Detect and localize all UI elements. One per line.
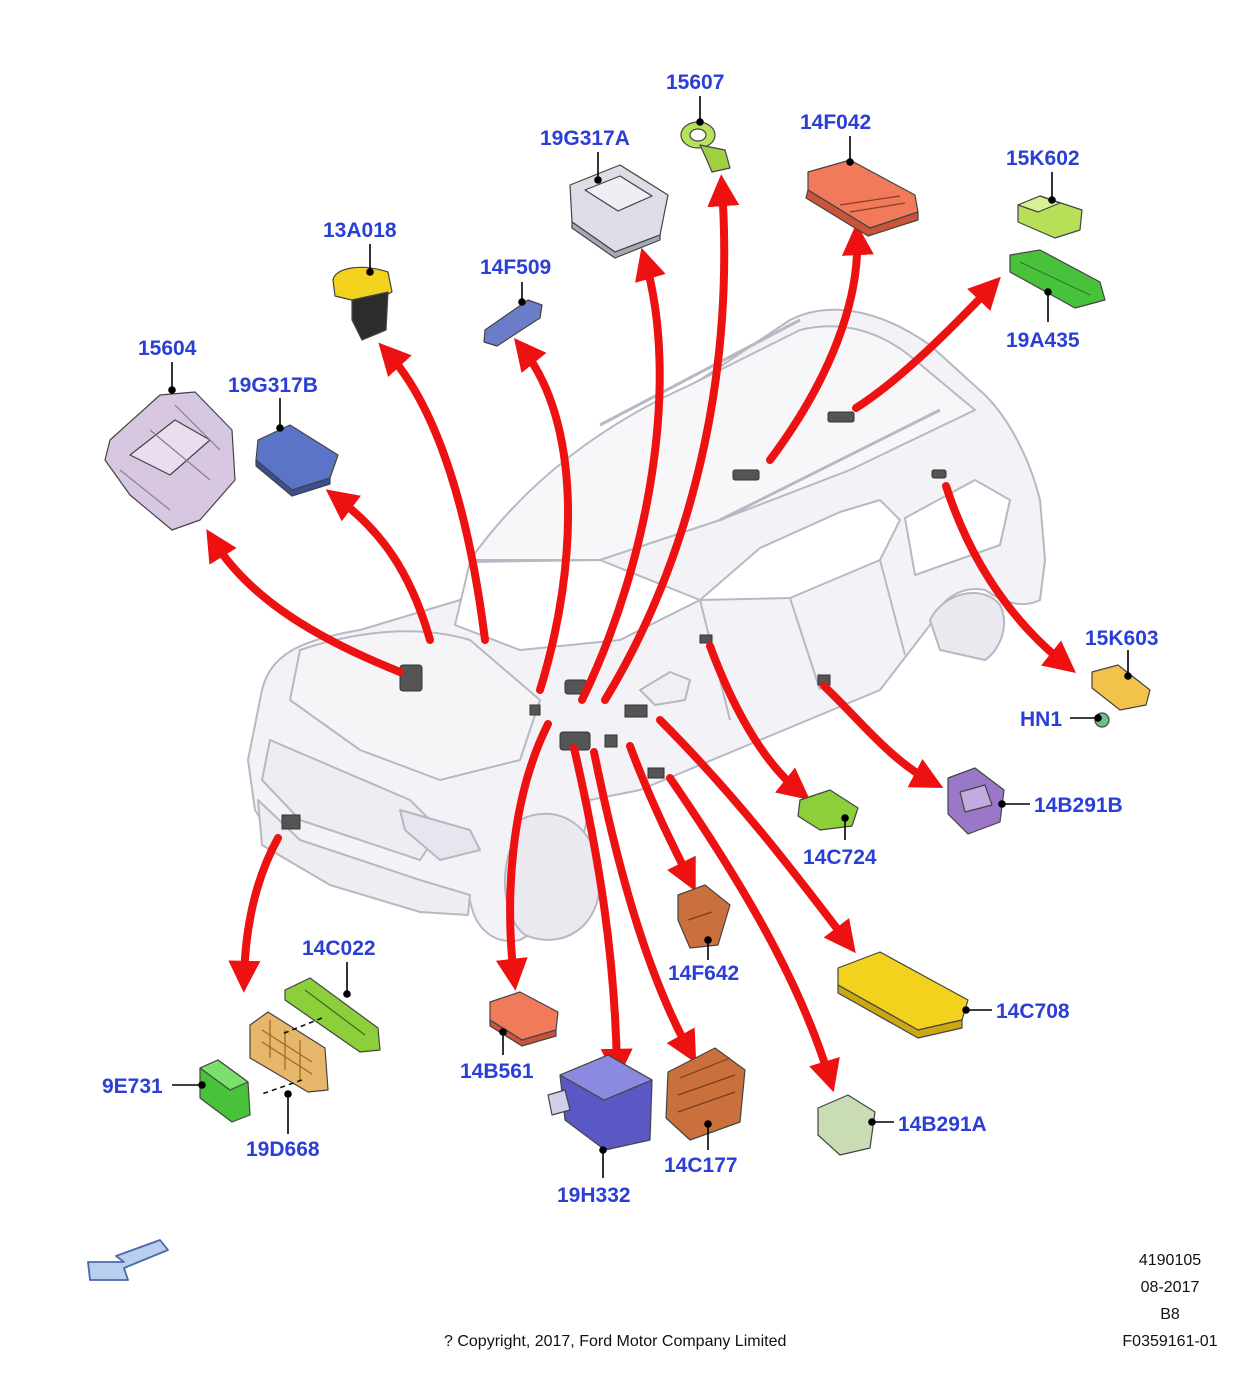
arrow-19G317B [325,489,434,644]
part-14B561 [489,991,559,1047]
label-19H332: 19H332 [557,1184,631,1207]
arrow-19H332 [570,744,633,1081]
label-19A435: 19A435 [1006,329,1080,352]
arrow-13A018 [378,342,489,644]
label-15604: 15604 [138,337,197,360]
label-14C708: 14C708 [996,1000,1070,1023]
arrow-19G317A [578,247,666,704]
part-14B291A [817,1094,876,1156]
part-14F642 [677,884,731,949]
label-15607: 15607 [666,71,725,94]
figure-code: 4190105 [1138,1252,1202,1269]
part-14C177 [665,1047,746,1141]
part-19H332 [547,1054,653,1151]
arrow-14F642 [626,742,696,892]
label-14B561: 14B561 [460,1060,534,1083]
figure-revision: B8 [1160,1306,1180,1323]
arrow-15604 [206,529,404,676]
label-HN1: HN1 [1020,708,1063,731]
label-14C724: 14C724 [803,846,877,869]
part-15607-clockspring [680,121,731,173]
label-14F509: 14F509 [480,256,552,279]
label-14F642: 14F642 [668,962,740,985]
arrow-14C177 [590,748,697,1064]
arrow-14B561 [495,720,552,991]
part-19D668 [249,1011,329,1093]
arrow-14B291A [666,774,840,1093]
part-14F509 [483,299,543,347]
arrow-14B291B [820,682,944,788]
part-19G317B [255,424,339,497]
label-9E731: 9E731 [102,1075,163,1098]
label-14C022: 14C022 [302,937,376,960]
arrow-15K603 [942,482,1076,674]
figure-date: 08-2017 [1140,1279,1200,1296]
part-14F042 [805,159,919,237]
connector-lines [261,1017,323,1095]
label-19G317B: 19G317B [228,374,318,397]
part-14C724 [797,789,859,831]
part-19G317A [569,164,669,259]
arrow-15K602 [852,276,1001,412]
arrow-15607 [601,174,740,704]
part-9E731 [199,1059,251,1123]
part-14C022 [284,977,381,1053]
label-15K603: 15K603 [1085,627,1159,650]
leader-lines [168,96,1132,1178]
label-14C177: 14C177 [664,1154,738,1177]
part-19A435 [1009,249,1106,309]
label-14F042: 14F042 [800,111,872,134]
arrow-14C022 [228,834,282,993]
copyright-notice: ? Copyright, 2017, Ford Motor Company Li… [444,1333,787,1350]
part-14C708 [837,951,969,1039]
arrow-14F509 [513,338,573,694]
arrow-14F042 [766,223,874,464]
arrow-14C708 [656,716,856,954]
part-15K603 [1091,664,1151,711]
label-14B291A: 14B291A [898,1113,987,1136]
label-14B291B: 14B291B [1034,794,1123,817]
label-15K602: 15K602 [1006,147,1080,170]
part-14B291B [947,767,1005,835]
location-arrows [206,174,1076,1093]
vehicle-module-markers [281,411,947,830]
label-13A018: 13A018 [323,219,397,242]
figure-id: F0359161-01 [1122,1333,1218,1350]
part-13A018 [332,266,393,341]
label-19G317A: 19G317A [540,127,630,150]
label-19D668: 19D668 [246,1138,320,1161]
orientation-arrow [87,1239,169,1281]
part-15604 [104,391,236,531]
component-illustrations [104,121,1151,1156]
arrow-14C724 [706,642,810,801]
